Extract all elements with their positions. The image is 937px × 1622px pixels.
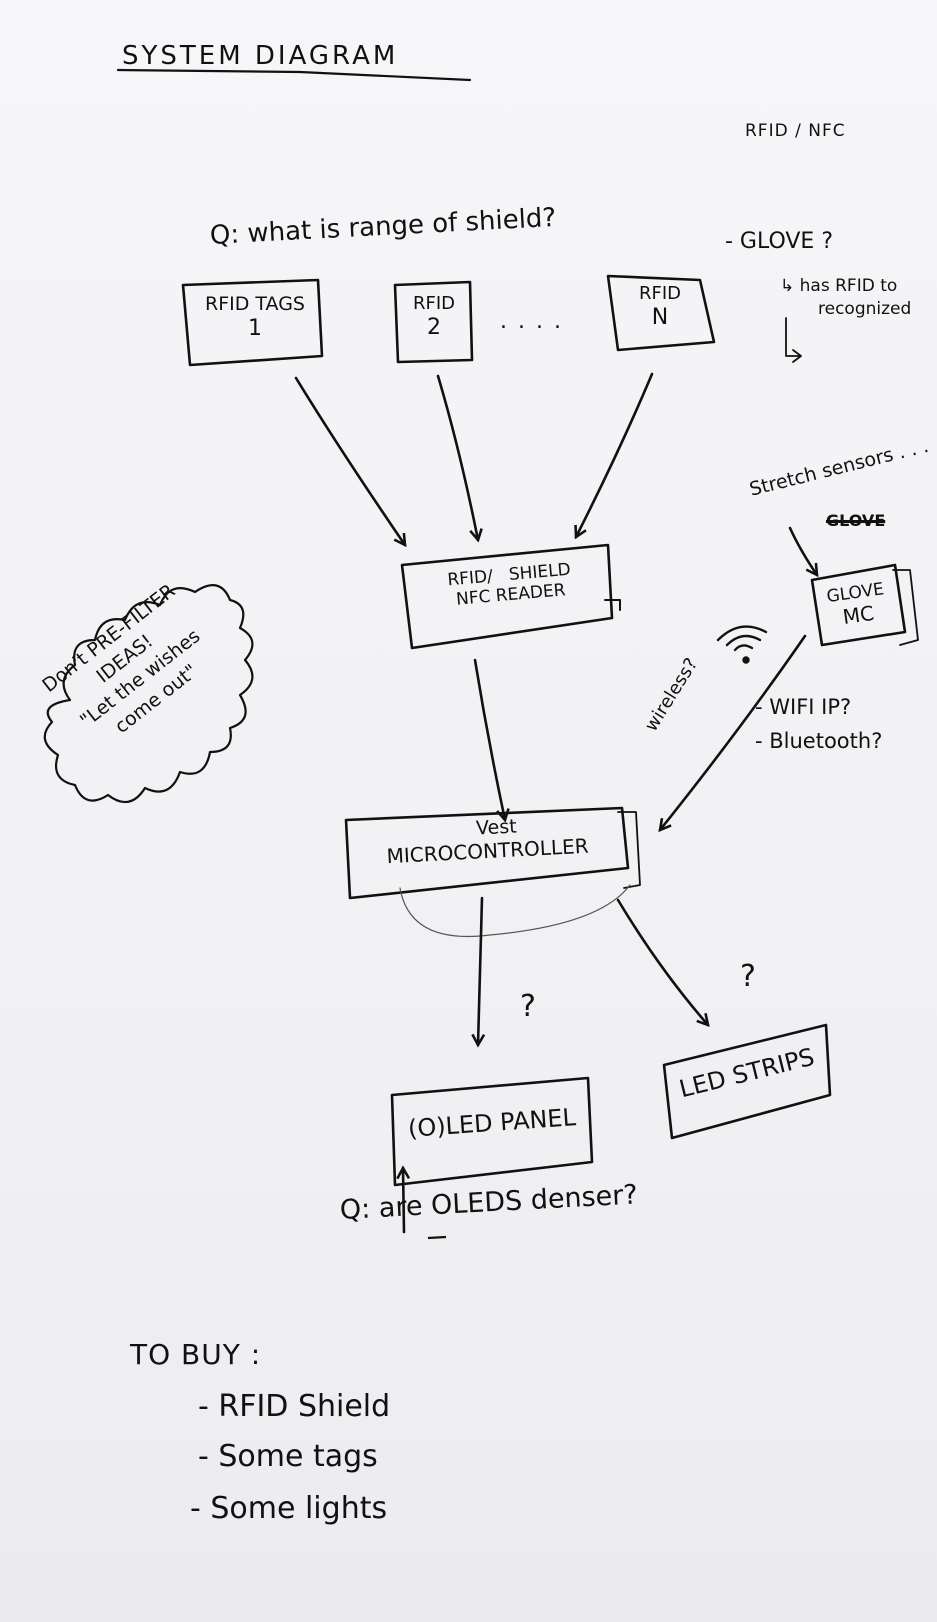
node-rfid-n: RFID N [618, 283, 702, 330]
thought-cloud [43, 584, 254, 804]
glove-note: ↳ has RFID to recognized [780, 275, 911, 321]
box-rfid-2 [393, 280, 474, 364]
box-glove-mc [810, 563, 907, 647]
arrow-tag2-reader [436, 374, 478, 540]
to-buy-item: - Some tags [198, 1439, 378, 1474]
corner-note: RFID / NFC [745, 121, 846, 141]
title-underline [116, 68, 472, 82]
glove-question: - GLOVE ? [725, 229, 834, 254]
glove-note-line-1: ↳ has RFID to [780, 276, 898, 296]
to-buy-item: - Some lights [190, 1491, 388, 1526]
option-bluetooth: - Bluetooth? [755, 729, 883, 753]
node-rfid-tags-1-label: RFID TAGS [205, 293, 305, 315]
node-rfid-tags-1: RFID TAGS 1 [192, 293, 318, 341]
box-vest-microcontroller [344, 806, 630, 900]
page-title: SYSTEM DIAGRAM [122, 41, 399, 71]
node-rfid-2-label: RFID [412, 293, 456, 314]
node-rfid-2-number: 2 [427, 314, 441, 340]
arrow-stretch-glove [788, 526, 817, 575]
wifi-signal-icon [716, 625, 768, 664]
box-rfid-n [606, 274, 716, 352]
node-rfid-n-label: RFID [638, 283, 682, 304]
node-ellipsis: . . . . [500, 309, 563, 334]
node-rfid-tags-1-number: 1 [248, 315, 262, 341]
glove-note-line-2: recognized [818, 298, 912, 319]
arrow-tag1-reader [294, 376, 405, 545]
to-buy-item: - RFID Shield [198, 1389, 391, 1424]
option-wifi: - WIFI IP? [755, 695, 852, 719]
node-rfid-n-letter: N [651, 304, 669, 330]
arrow-question-panel [403, 1168, 404, 1234]
arrow-tagn-reader [576, 372, 654, 537]
scribbled-word: GLOVE [826, 511, 886, 530]
question-mark-strips: ? [740, 959, 756, 994]
arrow-reader-vest [473, 658, 505, 820]
to-buy-title: TO BUY : [130, 1338, 262, 1371]
arrow-glove-vest [660, 634, 807, 830]
arrow-vest-strips [616, 898, 708, 1025]
node-rfid-2: RFID 2 [398, 293, 470, 340]
box-rfid-tag-1 [181, 278, 324, 367]
box-rfid-reader [400, 543, 614, 650]
arrow-vest-panel [478, 896, 482, 1045]
box-led-strips [662, 1023, 832, 1140]
question-mark-panel: ? [520, 989, 536, 1024]
box-led-panel [390, 1076, 594, 1187]
